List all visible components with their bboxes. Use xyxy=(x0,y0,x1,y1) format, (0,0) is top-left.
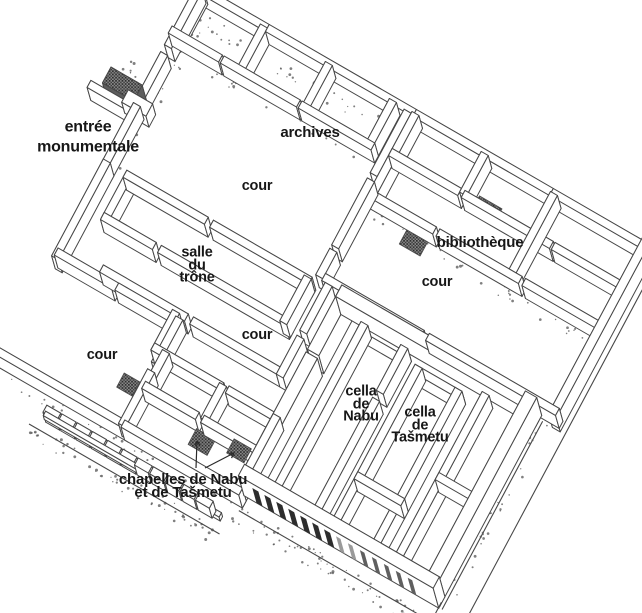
leader-lines xyxy=(194,440,235,469)
